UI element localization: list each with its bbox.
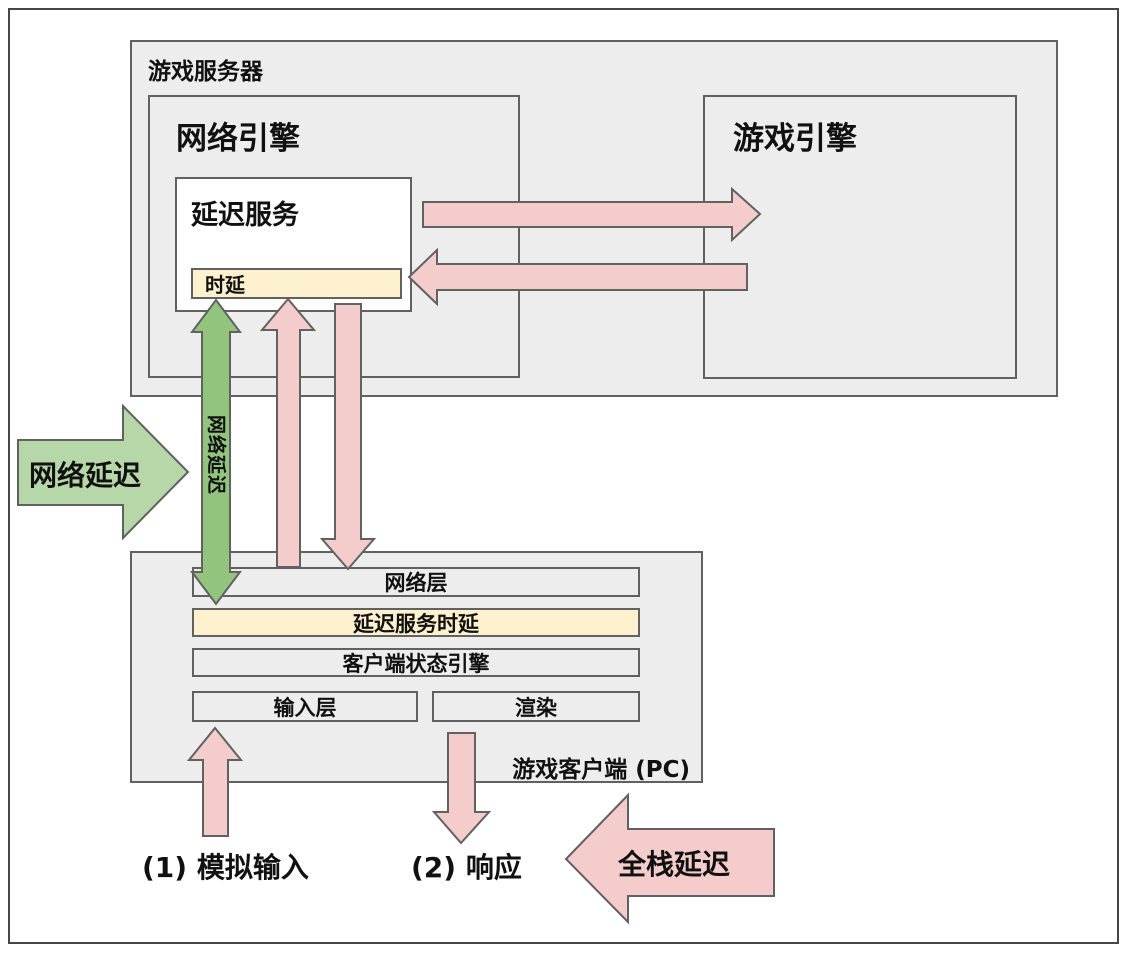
latency-service-title: 延迟服务 — [191, 200, 299, 231]
client-state-engine-box: 客户端状态引擎 — [192, 648, 640, 677]
game-engine-title: 游戏引擎 — [733, 121, 857, 157]
network-layer-box: 网络层 — [192, 567, 640, 597]
latency-service-delay-box: 延迟服务时延 — [192, 608, 640, 637]
network-latency-vertical-label: 网络延迟 — [205, 414, 227, 495]
game-client-title: 游戏客户端 (PC) — [512, 757, 690, 783]
response-label: (2) 响应 — [411, 851, 522, 884]
input-layer-box: 输入层 — [192, 691, 418, 722]
network-engine-title: 网络引擎 — [176, 121, 300, 157]
game-server-title: 游戏服务器 — [148, 59, 263, 85]
diagram-frame — [8, 8, 1119, 944]
network-latency-label: 网络延迟 — [29, 459, 142, 492]
latency-chip: 时延 — [191, 268, 402, 299]
render-box: 渲染 — [432, 691, 640, 722]
simulated-input-label: (1) 模拟输入 — [142, 851, 309, 884]
full-stack-latency-label: 全栈延迟 — [617, 848, 730, 881]
